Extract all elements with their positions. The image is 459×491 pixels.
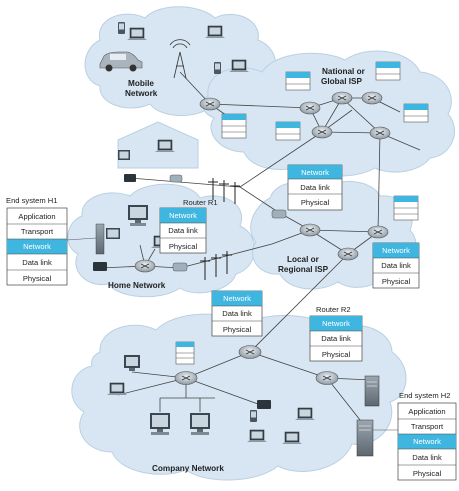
stack-layer: Transport bbox=[411, 422, 444, 431]
smartphone-icon bbox=[118, 22, 125, 34]
router-icon bbox=[361, 91, 383, 105]
modem-icon bbox=[257, 400, 271, 409]
router-icon bbox=[315, 371, 339, 385]
protocol-stack-h1: Application Transport Network Data link … bbox=[6, 207, 68, 286]
mobile-network-label: Network bbox=[125, 89, 158, 98]
cell-tower-icon bbox=[169, 39, 191, 79]
stack-layer: Network bbox=[23, 242, 51, 251]
local-isp-label: Regional ISP bbox=[278, 265, 329, 274]
protocol-stack-r1: Network Data link Physical bbox=[159, 207, 207, 254]
router-icon bbox=[174, 371, 198, 385]
table-icon bbox=[375, 61, 401, 81]
stack-layer: Network bbox=[322, 319, 350, 328]
protocol-stack-local-isp: Network Data link Physical bbox=[372, 242, 420, 289]
modem-icon bbox=[93, 262, 107, 271]
laptop-icon bbox=[295, 407, 315, 420]
stack-layer: Data link bbox=[321, 334, 351, 343]
router-icon bbox=[134, 259, 156, 273]
table-icon bbox=[403, 103, 429, 123]
desktop-computer-icon bbox=[118, 150, 130, 160]
table-icon bbox=[175, 341, 195, 365]
stack-layer: Application bbox=[18, 212, 55, 221]
end-system-pointers bbox=[66, 237, 398, 431]
network-labels: Mobile Network National or Global ISP Lo… bbox=[6, 67, 451, 473]
stack-layer: Application bbox=[408, 407, 445, 416]
server-icon bbox=[356, 419, 374, 457]
laptop-icon bbox=[127, 27, 147, 40]
desktop-computer-icon bbox=[190, 413, 210, 435]
mobile-network-label: Mobile bbox=[128, 79, 154, 88]
table-icon bbox=[393, 195, 419, 221]
modem-icon bbox=[124, 174, 136, 182]
desktop-computer-icon bbox=[150, 413, 170, 435]
router-r1-label: Router R1 bbox=[183, 198, 218, 207]
protocol-stack-company: Network Data link Physical bbox=[211, 290, 263, 337]
laptop-icon bbox=[155, 139, 175, 152]
router-icon bbox=[238, 345, 262, 359]
stack-layer: Physical bbox=[322, 350, 351, 359]
protocol-stack-isp-switch: Network Data link Physical bbox=[287, 164, 343, 211]
modem-icon bbox=[169, 174, 183, 183]
router-icon bbox=[337, 247, 359, 261]
stack-layer: Network bbox=[413, 437, 441, 446]
stack-layer: Data link bbox=[381, 261, 411, 270]
car-icon bbox=[99, 51, 143, 72]
stack-layer: Transport bbox=[21, 227, 54, 236]
stack-layer: Physical bbox=[223, 325, 252, 334]
stack-layer: Physical bbox=[169, 242, 198, 251]
stack-layer: Physical bbox=[382, 277, 411, 286]
desktop-computer-icon bbox=[128, 205, 148, 226]
table-icon bbox=[221, 113, 247, 139]
home-network-label: Home Network bbox=[108, 281, 166, 290]
protocol-stack-r2: Network Data link Physical bbox=[309, 315, 363, 362]
smartphone-icon bbox=[214, 62, 221, 74]
end-system-h1-label: End system H1 bbox=[6, 196, 58, 205]
end-system-h2-label: End system H2 bbox=[399, 391, 451, 400]
smartphone-icon bbox=[250, 410, 257, 422]
national-isp-label: Global ISP bbox=[321, 77, 362, 86]
laptop-icon bbox=[107, 382, 127, 395]
switch-table-icons bbox=[175, 61, 429, 365]
router-icon bbox=[199, 97, 221, 111]
national-isp-label: National or bbox=[322, 67, 366, 76]
modem-icon bbox=[271, 209, 287, 219]
laptop-icon bbox=[229, 59, 249, 72]
router-icon bbox=[367, 225, 389, 239]
router-icon bbox=[311, 125, 333, 139]
stack-layer: Data link bbox=[222, 309, 252, 318]
router-icon bbox=[331, 91, 353, 105]
router-r2-label: Router R2 bbox=[316, 305, 351, 314]
laptop-icon bbox=[247, 429, 267, 442]
stack-layer: Data link bbox=[412, 453, 442, 462]
server-icon bbox=[364, 375, 380, 407]
company-network-label: Company Network bbox=[152, 464, 224, 473]
routers bbox=[134, 91, 391, 385]
laptop-icon bbox=[282, 431, 302, 444]
stack-layer: Physical bbox=[301, 198, 330, 207]
modem-icon bbox=[172, 262, 188, 272]
stack-layer: Network bbox=[223, 294, 251, 303]
desktop-computer-icon bbox=[124, 355, 140, 371]
stack-layer: Network bbox=[301, 168, 329, 177]
table-icon bbox=[275, 121, 301, 141]
utility-pole-icon bbox=[200, 178, 240, 280]
table-icon bbox=[285, 71, 311, 91]
stack-layer: Physical bbox=[23, 274, 52, 283]
local-isp-label: Local or bbox=[287, 255, 320, 264]
national-isp-cloud bbox=[202, 50, 455, 177]
stack-layer: Physical bbox=[413, 469, 442, 478]
stack-layer: Data link bbox=[22, 258, 52, 267]
router-icon bbox=[369, 126, 391, 140]
laptop-icon bbox=[205, 25, 225, 38]
protocol-stack-h2: Application Transport Network Data link … bbox=[397, 402, 457, 481]
stack-layer: Network bbox=[382, 246, 410, 255]
router-icon bbox=[299, 101, 321, 115]
desktop-computer-icon bbox=[95, 223, 120, 255]
stack-layer: Data link bbox=[300, 183, 330, 192]
stack-layer: Data link bbox=[168, 226, 198, 235]
router-icon bbox=[299, 223, 321, 237]
stack-layer: Network bbox=[169, 211, 197, 220]
